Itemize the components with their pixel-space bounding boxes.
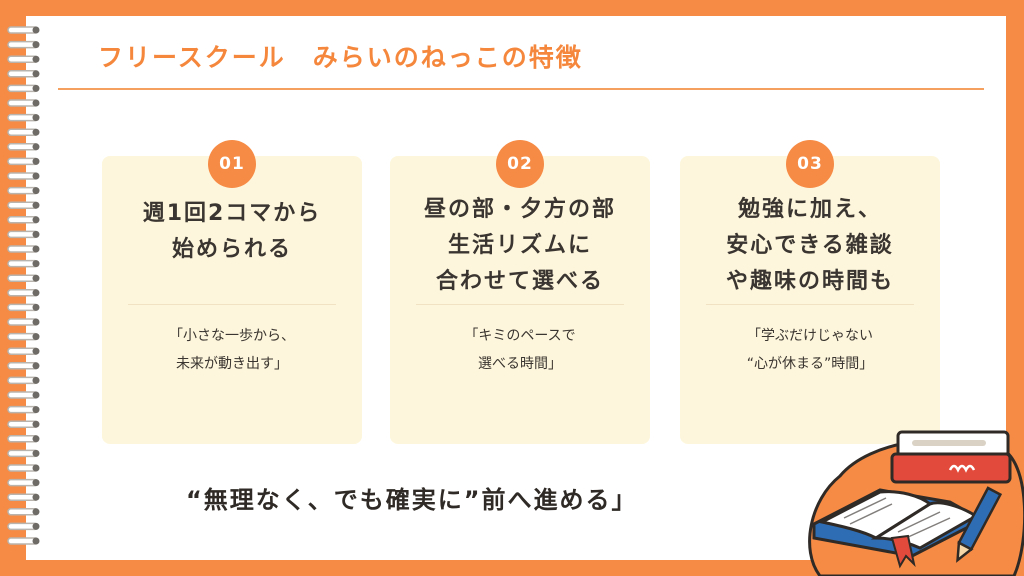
- binding-hole: [32, 201, 40, 209]
- binding-hole: [32, 99, 40, 107]
- binding-hole: [32, 464, 40, 472]
- binding-hole: [32, 508, 40, 516]
- feature-card-1: 週1回2コマから 始められる 「小さな一歩から、 未来が動き出す」: [102, 156, 362, 444]
- feature-card-2: 昼の部・夕方の部 生活リズムに 合わせて選べる 「キミのペースで 選べる時間」: [390, 156, 650, 444]
- feature-subtext-line: 選べる時間」: [478, 356, 562, 372]
- feature-heading-line: 昼の部・夕方の部: [423, 197, 616, 222]
- slide-title: フリースクール みらいのねっこの特徴: [98, 43, 583, 72]
- binding-hole: [32, 26, 40, 34]
- binding-hole: [32, 70, 40, 78]
- binding-hole: [32, 41, 40, 49]
- feature-subtext-2: 「キミのペースで 選べる時間」: [390, 322, 650, 378]
- feature-subtext-3: 「学ぶだけじゃない “心が休まる”時間」: [680, 322, 940, 378]
- binding-hole: [32, 347, 40, 355]
- binding-hole: [32, 376, 40, 384]
- card-divider: [128, 304, 336, 305]
- feature-subtext-line: 「小さな一歩から、: [169, 328, 295, 344]
- feature-subtext-line: 「キミのペースで: [464, 328, 576, 344]
- binding-hole: [32, 187, 40, 195]
- feature-number-badge-3: 03: [786, 140, 834, 188]
- feature-card-3: 勉強に加え、 安心できる雑談 や趣味の時間も 「学ぶだけじゃない “心が休まる”…: [680, 156, 940, 444]
- feature-heading-3: 勉強に加え、 安心できる雑談 や趣味の時間も: [680, 192, 940, 300]
- binding-hole: [32, 391, 40, 399]
- feature-number-badge-2: 02: [496, 140, 544, 188]
- binding-hole: [32, 230, 40, 238]
- binding-hole: [32, 172, 40, 180]
- binding-hole: [32, 84, 40, 92]
- binding-hole: [32, 157, 40, 165]
- feature-heading-line: や趣味の時間も: [725, 269, 894, 294]
- feature-heading-line: 合わせて選べる: [435, 269, 604, 294]
- binding-hole: [32, 143, 40, 151]
- binding-hole: [32, 479, 40, 487]
- motto-text: “無理なく、でも確実に”前へ進める」: [186, 486, 638, 514]
- binding-hole: [32, 493, 40, 501]
- binding-hole: [32, 216, 40, 224]
- feature-subtext-line: “心が休まる”時間」: [746, 356, 874, 372]
- binding-hole: [32, 406, 40, 414]
- binding-hole: [32, 128, 40, 136]
- binding-hole: [32, 289, 40, 297]
- binding-hole: [32, 537, 40, 545]
- binding-hole: [32, 435, 40, 443]
- feature-subtext-1: 「小さな一歩から、 未来が動き出す」: [102, 322, 362, 378]
- books-illustration: [808, 430, 1024, 576]
- binding-hole: [32, 245, 40, 253]
- binding-hole: [32, 522, 40, 530]
- spiral-binding: [7, 26, 40, 545]
- feature-heading-line: 週1回2コマから: [142, 201, 322, 226]
- feature-subtext-line: 「学ぶだけじゃない: [747, 328, 873, 344]
- feature-heading-line: 生活リズムに: [447, 233, 592, 258]
- feature-heading-2: 昼の部・夕方の部 生活リズムに 合わせて選べる: [390, 192, 650, 300]
- feature-heading-line: 勉強に加え、: [737, 197, 882, 222]
- feature-heading-line: 安心できる雑談: [726, 233, 894, 258]
- binding-hole: [32, 318, 40, 326]
- feature-subtext-line: 未来が動き出す」: [176, 356, 288, 372]
- binding-hole: [32, 274, 40, 282]
- binding-hole: [32, 303, 40, 311]
- binding-hole: [32, 333, 40, 341]
- card-divider: [706, 304, 914, 305]
- binding-hole: [32, 55, 40, 63]
- feature-number-badge-1: 01: [208, 140, 256, 188]
- feature-heading-line: 始められる: [171, 237, 292, 262]
- binding-hole: [32, 362, 40, 370]
- binding-hole: [32, 420, 40, 428]
- card-divider: [416, 304, 624, 305]
- title-divider: [58, 88, 984, 90]
- feature-heading-1: 週1回2コマから 始められる: [102, 196, 362, 268]
- binding-hole: [32, 260, 40, 268]
- binding-hole: [32, 449, 40, 457]
- binding-hole: [32, 114, 40, 122]
